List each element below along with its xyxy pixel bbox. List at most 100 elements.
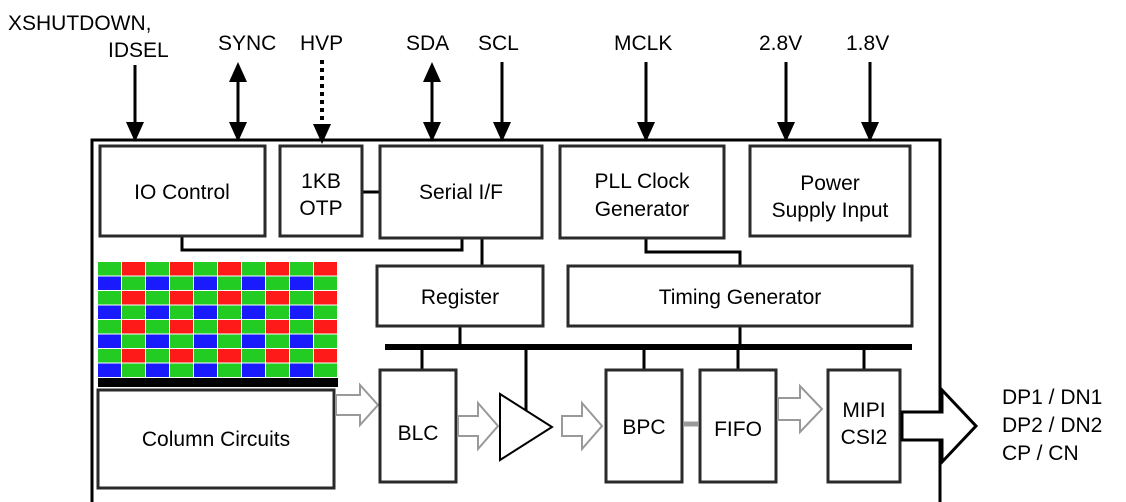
signal-2v8-label: 2.8V [759, 32, 802, 55]
pixel-cell [122, 334, 145, 348]
power-supply-block: Power Supply Input [748, 144, 912, 238]
pixel-cell [218, 349, 241, 363]
pixel-cell [98, 262, 121, 276]
chip-outline [90, 138, 942, 502]
bpc-label: BPC [622, 416, 665, 439]
output-arrow [900, 386, 979, 466]
pixel-cell [314, 291, 337, 305]
output-label-dp2-dn2: DP2 / DN2 [1002, 414, 1102, 437]
pixel-cell [242, 363, 265, 377]
pixel-cell [170, 276, 193, 290]
pixel-cell [314, 349, 337, 363]
pixel-cell [290, 349, 313, 363]
pixel-cell [194, 320, 217, 334]
pixel-cell [146, 349, 169, 363]
pixel-array [98, 262, 337, 377]
pixel-cell [242, 349, 265, 363]
register-label: Register [421, 286, 499, 309]
mclk-arrow [637, 62, 655, 142]
pixel-cell [146, 334, 169, 348]
timing-generator-label: Timing Generator [659, 286, 822, 309]
pixel-cell [98, 291, 121, 305]
pixel-cell [218, 276, 241, 290]
fifo-label: FIFO [714, 418, 762, 441]
pixel-cell [170, 262, 193, 276]
otp-block: 1KB OTP [278, 144, 364, 238]
pixel-cell [170, 349, 193, 363]
pll-label-line1: PLL Clock [595, 170, 690, 193]
hollow-arrow-fifo-to-mipi [777, 383, 824, 435]
pixel-cell [314, 276, 337, 290]
pixel-cell [98, 334, 121, 348]
fifo-block: FIFO [698, 368, 778, 484]
signal-1v8-label: 1.8V [846, 32, 889, 55]
pixel-cell [266, 276, 289, 290]
serial-if-label: Serial I/F [419, 181, 503, 204]
serial-if-block: Serial I/F [378, 144, 544, 240]
output-label-dp1-dn1: DP1 / DN1 [1002, 386, 1102, 409]
pixel-cell [242, 334, 265, 348]
pixel-cell [266, 305, 289, 319]
pixel-cell [218, 363, 241, 377]
io-control-label: IO Control [134, 181, 230, 204]
pixel-cell [170, 305, 193, 319]
pixel-array-bottom-bar [98, 378, 338, 387]
pixel-cell [242, 276, 265, 290]
pixel-cell [290, 276, 313, 290]
otp-label-line1: 1KB [301, 170, 341, 193]
column-circuits-block: Column Circuits [96, 388, 336, 490]
pixel-cell [242, 262, 265, 276]
register-block: Register [375, 264, 545, 328]
pixel-cell [266, 291, 289, 305]
pixel-cell [98, 320, 121, 334]
mipi-label-line2: CSI2 [841, 426, 888, 449]
pixel-cell [290, 320, 313, 334]
pixel-cell [122, 276, 145, 290]
pixel-cell [314, 305, 337, 319]
signal-sda-label: SDA [406, 32, 449, 55]
output-label-cp-cn: CP / CN [1002, 442, 1079, 465]
pll-label-line2: Generator [595, 198, 690, 221]
pll-to-timing-wire [644, 238, 742, 266]
pixel-cell [170, 291, 193, 305]
pixel-cell [314, 363, 337, 377]
pixel-cell [242, 305, 265, 319]
pixel-cell [218, 291, 241, 305]
power-label-line2: Supply Input [772, 199, 889, 222]
io-to-serial-wire [180, 236, 464, 252]
otp-label-line2: OTP [299, 197, 342, 220]
pixel-cell [194, 363, 217, 377]
pixel-cell [314, 262, 337, 276]
hvp-arrow [313, 60, 331, 144]
pixel-cell [218, 334, 241, 348]
pixel-cell [290, 363, 313, 377]
blc-block: BLC [378, 368, 458, 484]
pll-clock-block: PLL Clock Generator [558, 144, 726, 240]
pixel-cell [98, 276, 121, 290]
signal-scl-label: SCL [478, 32, 519, 55]
sync-arrow [229, 62, 247, 142]
v18-arrow [861, 62, 879, 142]
signal-mclk-label: MCLK [614, 32, 672, 55]
signal-xshutdown-label: XSHUTDOWN, [8, 12, 152, 35]
column-circuits-label: Column Circuits [142, 428, 290, 451]
pixel-cell [146, 320, 169, 334]
bpc-block: BPC [604, 368, 684, 484]
pixel-cell [242, 291, 265, 305]
pixel-cell [194, 334, 217, 348]
pixel-cell [290, 334, 313, 348]
pixel-cell [122, 363, 145, 377]
pixel-cell [194, 276, 217, 290]
pixel-cell [290, 305, 313, 319]
pixel-cell [314, 334, 337, 348]
pixel-cell [170, 320, 193, 334]
hollow-arrow-blc-to-amp [457, 400, 500, 452]
xshutdown-arrow [126, 65, 144, 142]
amplifier-triangle [499, 392, 554, 462]
pixel-cell [146, 291, 169, 305]
scl-arrow [493, 62, 511, 142]
pixel-cell [98, 305, 121, 319]
signal-hvp-label: HVP [300, 32, 343, 55]
mipi-label-line1: MIPI [842, 399, 885, 422]
